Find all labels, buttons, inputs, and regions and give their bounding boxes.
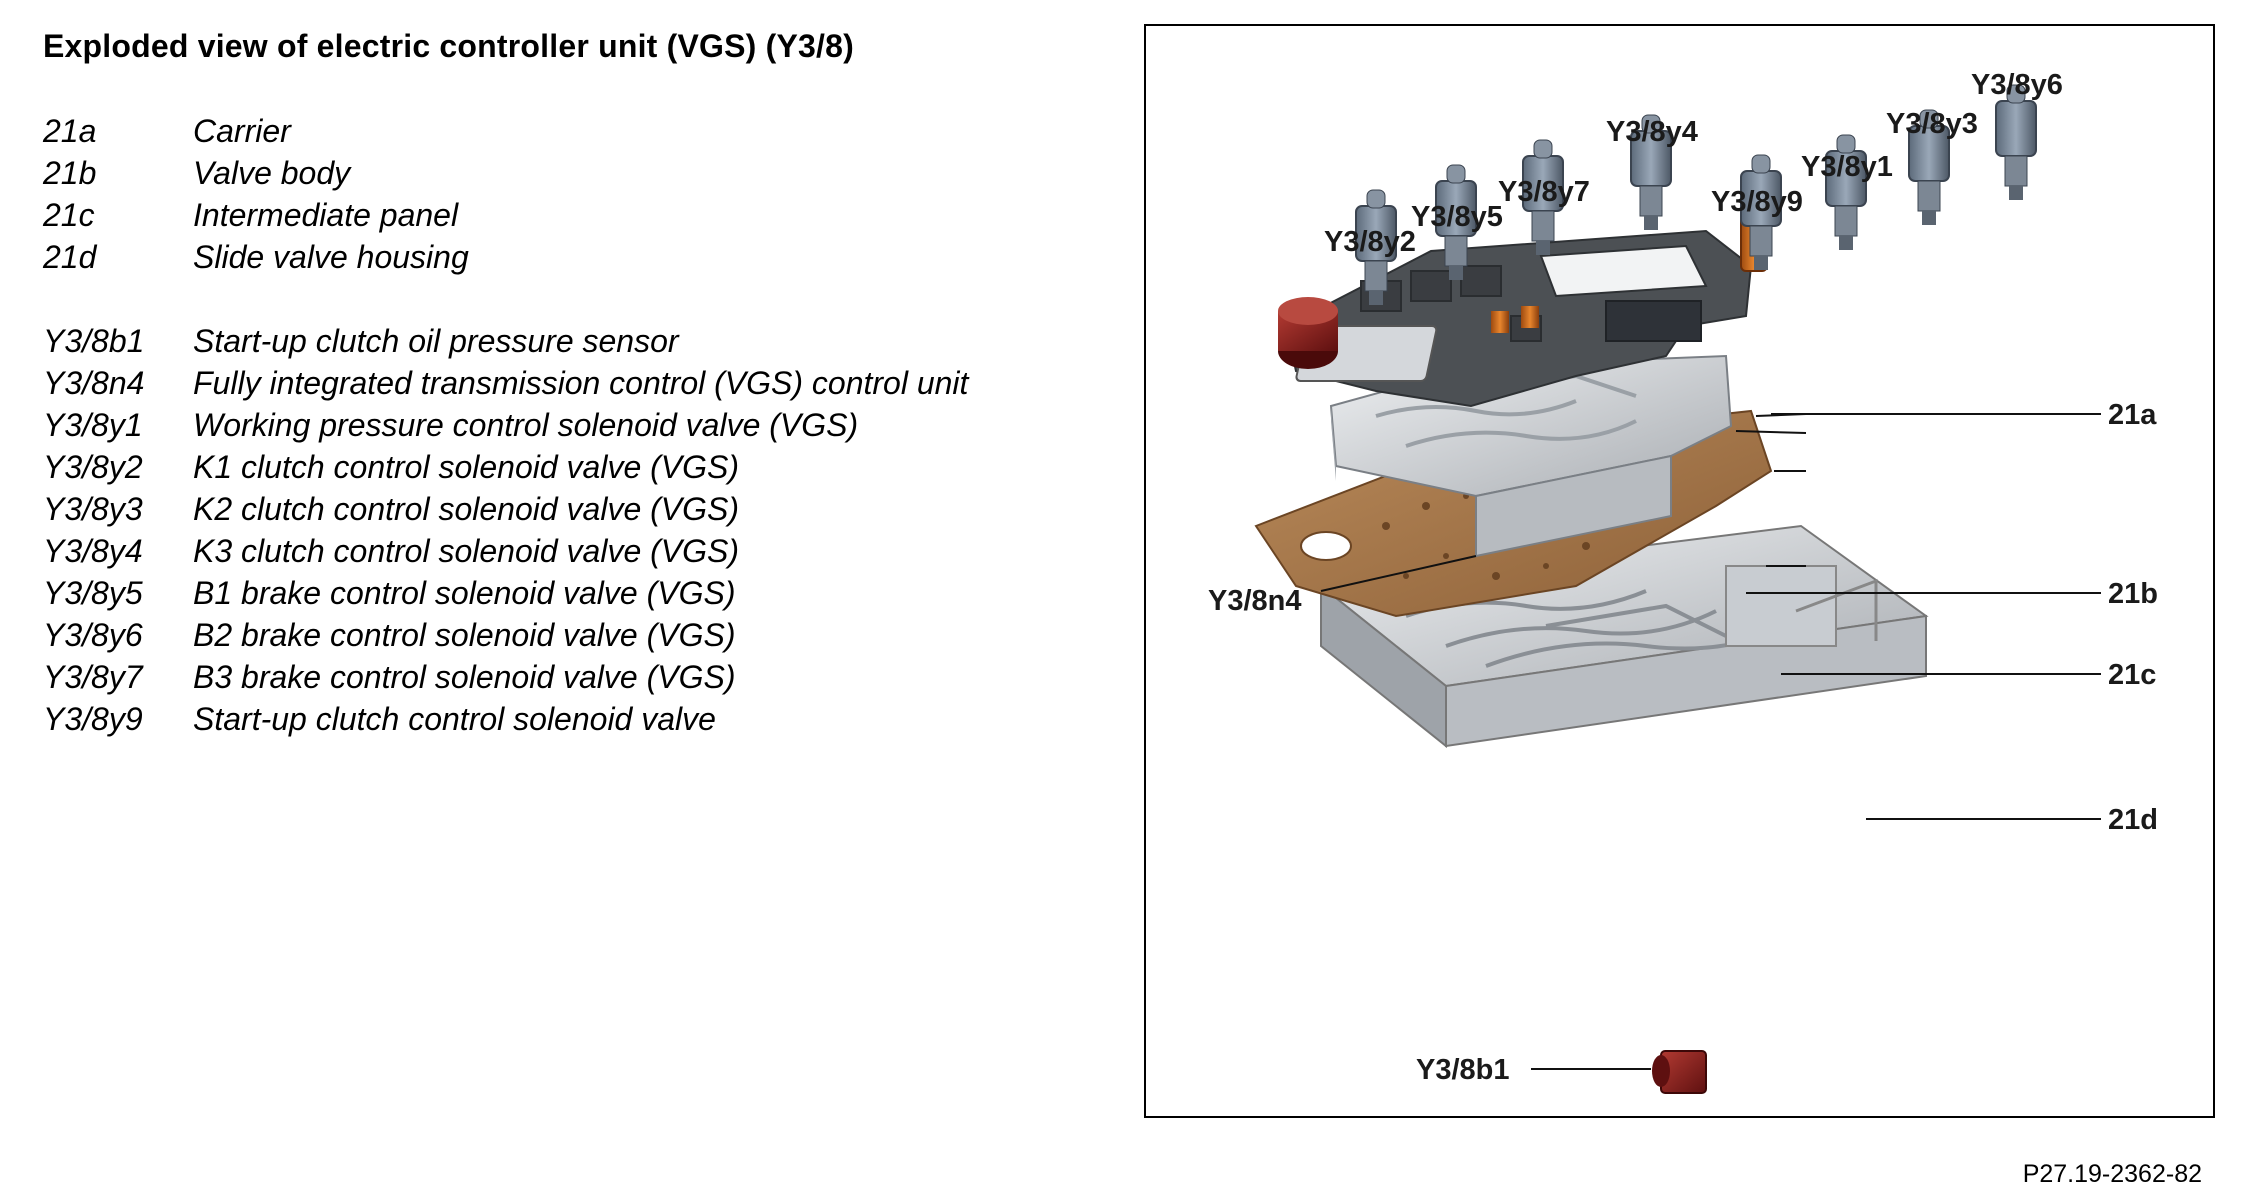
callout-21a: 21a [2108,399,2157,431]
pressure-sensor-red-connector [1278,297,1338,369]
solenoid-y7 [1522,139,1564,255]
legend-desc: B1 brake control solenoid valve (VGS) [193,575,736,611]
legend-code: Y3/8n4 [43,365,145,401]
legend-desc: Carrier [193,113,291,149]
callout-21b: 21b [2108,578,2158,610]
legend-code: Y3/8b1 [43,323,145,359]
legend-desc: Fully integrated transmission control (V… [193,365,969,401]
solenoid-valves [1355,84,2037,305]
legend-code: Y3/8y2 [43,449,143,485]
legend-desc: Start-up clutch oil pressure sensor [193,323,679,359]
solenoid-y9 [1740,154,1782,270]
callout-y3-8y4: Y3/8y4 [1606,116,1698,148]
legend-desc: Start-up clutch control solenoid valve [193,701,716,737]
legend-code: Y3/8y9 [43,701,143,737]
callout-y3-8y5: Y3/8y5 [1411,201,1503,233]
legend-desc: Slide valve housing [193,239,469,275]
leader-lines-right [1746,413,2101,820]
callout-y3-8y3: Y3/8y3 [1886,108,1978,140]
legend-desc: B3 brake control solenoid valve (VGS) [193,659,736,695]
solenoid-y5 [1435,164,1477,280]
callout-y3-8y6: Y3/8y6 [1971,69,2063,101]
legend-code: Y3/8y5 [43,575,143,611]
callout-y3-8y7: Y3/8y7 [1498,176,1590,208]
legend-code: 21c [43,197,95,233]
leader-lines [1320,413,1807,1070]
legend-desc: K3 clutch control solenoid valve (VGS) [193,533,740,569]
solenoid-y1 [1825,134,1867,250]
callout-y3-8y1: Y3/8y1 [1801,151,1893,183]
document-reference: P27.19-2362-82 [2022,1160,2202,1188]
solenoid-y4 [1630,114,1672,230]
legend-code: Y3/8y3 [43,491,143,527]
callout-21c: 21c [2108,659,2156,691]
legend-code: 21a [43,113,97,149]
solenoid-y6 [1995,84,2037,200]
callout-y3-8y2: Y3/8y2 [1324,226,1416,258]
legend-code: Y3/8y4 [43,533,143,569]
legend-code: 21b [43,155,97,191]
start-up-clutch-oil-pressure-sensor [1652,1050,1707,1094]
legend-desc: Working pressure control solenoid valve … [193,407,859,443]
callout-y3-8b1: Y3/8b1 [1416,1054,1510,1086]
legend-desc: Valve body [193,155,351,191]
solenoid-y3 [1908,109,1950,225]
legend-desc: Intermediate panel [193,197,459,233]
legend-code: Y3/8y6 [43,617,143,653]
callout-y3-8n4: Y3/8n4 [1208,585,1302,617]
page-title: Exploded view of electric controller uni… [43,28,854,64]
legend-code: 21d [43,239,97,275]
legend-desc: K1 clutch control solenoid valve (VGS) [193,449,740,485]
carrier-21a [1284,205,1768,408]
legend-code: Y3/8y7 [43,659,143,695]
exploded-view-illustration: Y3/8y2 Y3/8y5 Y3/8y7 Y3/8y4 Y3/8y9 Y3/8y… [1208,69,2158,1094]
legend-desc: K2 clutch control solenoid valve (VGS) [193,491,740,527]
legend-desc: B2 brake control solenoid valve (VGS) [193,617,736,653]
exploded-view-figure: Y3/8y2 Y3/8y5 Y3/8y7 Y3/8y4 Y3/8y9 Y3/8y… [1144,24,2215,1118]
callout-y3-8y9: Y3/8y9 [1711,186,1803,218]
solenoid-y2 [1355,189,1397,305]
callout-21d: 21d [2108,804,2158,836]
legend-code: Y3/8y1 [43,407,143,443]
